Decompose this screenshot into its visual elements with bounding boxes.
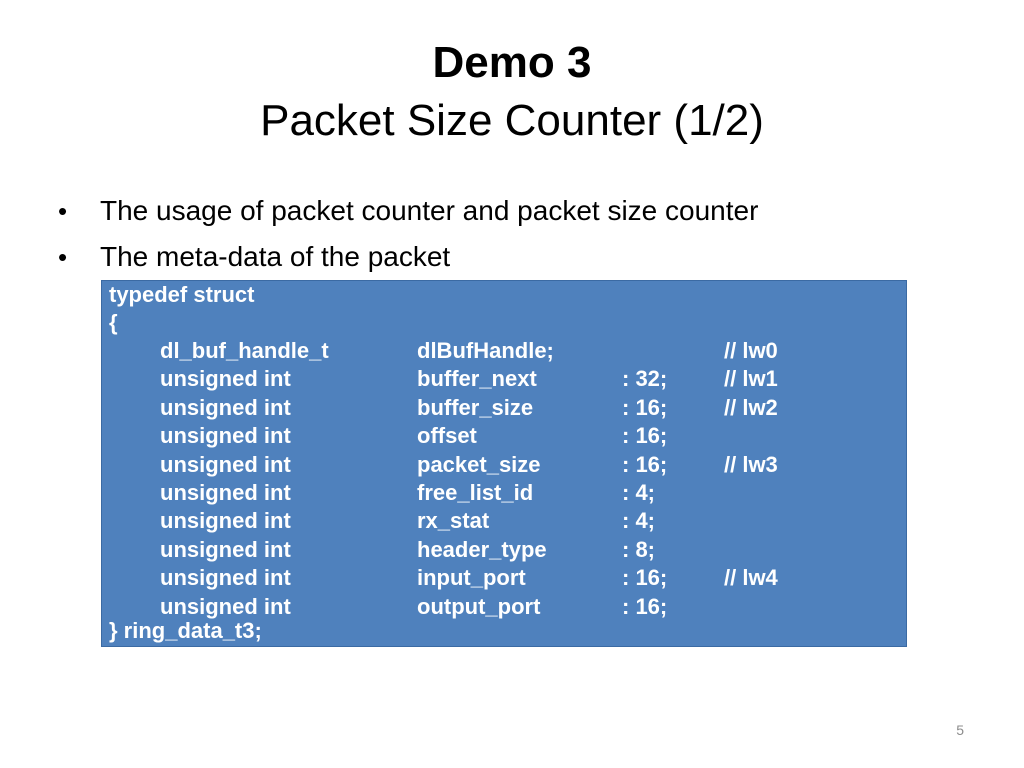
field-name: offset	[417, 423, 477, 449]
struct-field-row: unsigned int buffer_size : 16; // lw2	[102, 394, 906, 422]
struct-field-row: unsigned int output_port : 16;	[102, 593, 906, 621]
bullet-dot-icon: •	[58, 196, 68, 226]
field-bits: : 32;	[622, 366, 668, 392]
field-name: packet_size	[417, 451, 541, 477]
field-type: unsigned int	[160, 508, 291, 534]
field-name: buffer_next	[417, 366, 537, 392]
struct-field-row: unsigned int input_port : 16; // lw4	[102, 564, 906, 592]
field-type: unsigned int	[160, 423, 291, 449]
bullet-list: • The usage of packet counter and packet…	[58, 188, 958, 280]
field-type: unsigned int	[160, 593, 291, 619]
struct-field-row: dl_buf_handle_t dlBufHandle; // lw0	[102, 337, 906, 365]
struct-code-box: typedef struct { dl_buf_handle_t dlBufHan…	[101, 280, 907, 647]
bullet-item: • The meta-data of the packet	[58, 234, 958, 280]
field-comment: // lw3	[724, 451, 778, 477]
field-type: unsigned int	[160, 366, 291, 392]
field-comment: // lw0	[724, 338, 778, 363]
field-type: unsigned int	[160, 565, 291, 591]
field-name: header_type	[417, 536, 547, 562]
field-bits: : 4;	[622, 508, 655, 534]
page-number: 5	[956, 722, 964, 738]
struct-field-row: unsigned int buffer_next : 32; // lw1	[102, 365, 906, 393]
field-bits: : 16;	[622, 593, 668, 619]
field-comment: // lw4	[724, 565, 778, 591]
title-line-demo: Demo 3	[432, 38, 592, 87]
code-close-line: } ring_data_t3;	[109, 618, 262, 643]
field-type: unsigned int	[160, 394, 291, 420]
field-name: buffer_size	[417, 394, 534, 420]
bullet-text: The usage of packet counter and packet s…	[100, 195, 759, 226]
code-typedef-line: typedef struct	[109, 282, 255, 307]
field-bits: : 16;	[622, 394, 668, 420]
bullet-text: The meta-data of the packet	[100, 241, 451, 272]
code-open-brace: {	[109, 310, 118, 335]
field-name: output_port	[417, 593, 541, 619]
field-bits: : 8;	[622, 536, 655, 562]
field-type: unsigned int	[160, 480, 291, 505]
field-bits: : 4;	[622, 480, 655, 505]
struct-field-row: unsigned int offset : 16;	[102, 422, 906, 450]
struct-field-row: unsigned int packet_size : 16; // lw3	[102, 451, 906, 479]
field-name: dlBufHandle;	[417, 338, 554, 363]
struct-field-row: unsigned int header_type : 8;	[102, 536, 906, 564]
struct-field-row: unsigned int free_list_id : 4;	[102, 479, 906, 507]
field-type: unsigned int	[160, 536, 291, 562]
field-type: dl_buf_handle_t	[160, 338, 329, 363]
field-bits: : 16;	[622, 423, 668, 449]
field-name: free_list_id	[417, 480, 534, 505]
field-comment: // lw1	[724, 366, 778, 392]
struct-field-row: unsigned int rx_stat : 4;	[102, 507, 906, 535]
field-name: rx_stat	[417, 508, 490, 534]
bullet-item: • The usage of packet counter and packet…	[58, 188, 958, 234]
slide-title: Demo 3 Packet Size Counter (1/2)	[0, 34, 1024, 150]
field-bits: : 16;	[622, 565, 668, 591]
field-bits: : 16;	[622, 451, 668, 477]
title-line-subtitle: Packet Size Counter (1/2)	[260, 96, 764, 145]
field-type: unsigned int	[160, 451, 291, 477]
field-comment: // lw2	[724, 394, 778, 420]
bullet-dot-icon: •	[58, 242, 68, 272]
field-name: input_port	[417, 565, 526, 591]
